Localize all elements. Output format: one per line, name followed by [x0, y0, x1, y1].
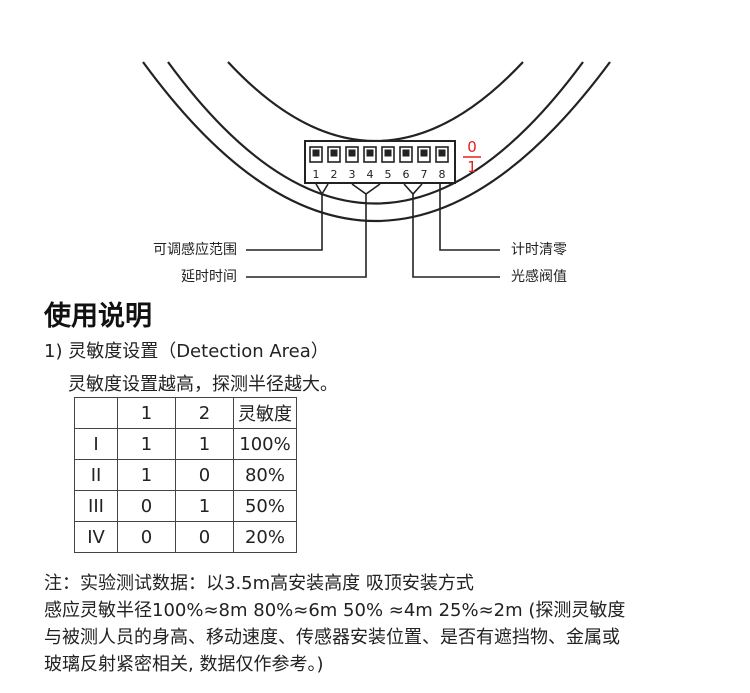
table-cell: 50% — [233, 490, 297, 522]
callout-range: 可调感应范围 — [153, 242, 237, 258]
section-description: 灵敏度设置越高，探测半径越大。 — [68, 374, 338, 395]
dip-switch-number: 8 — [439, 168, 446, 181]
dip-switch-number: 2 — [331, 168, 338, 181]
note-line-1: 注：实验测试数据：以3.5m高安装高度 吸顶安装方式 — [44, 573, 474, 594]
leader-light — [403, 183, 423, 196]
table-cell: 80% — [233, 459, 297, 491]
dip-switch-number: 4 — [367, 168, 374, 181]
table-cell: 1 — [175, 490, 234, 522]
table-cell: 100% — [233, 428, 297, 460]
sensitivity-table: 1 2 灵敏度 I 1 1 100% II 1 0 80% III 0 1 50… — [74, 397, 297, 553]
table-header-cell: 灵敏度 — [233, 397, 297, 429]
callout-delay: 延时时间 — [181, 269, 237, 285]
dip-switch-number: 6 — [403, 168, 410, 181]
table-cell: 0 — [175, 459, 234, 491]
table-cell: 20% — [233, 521, 297, 553]
dip-switch-knob — [384, 149, 392, 157]
table-cell: II — [74, 459, 118, 491]
note-line-4: 玻璃反射紧密相关, 数据仅作参考。) — [44, 654, 324, 675]
table-header-row: 1 2 灵敏度 — [74, 397, 297, 429]
table-cell: 1 — [175, 428, 234, 460]
dip-switch-knob — [402, 149, 410, 157]
table-cell: IV — [74, 521, 118, 553]
lens-inner-arc — [227, 61, 524, 143]
table-cell: 0 — [117, 521, 176, 553]
table-cell: III — [74, 490, 118, 522]
table-row: IV 0 0 20% — [74, 521, 297, 553]
table-header-cell: 1 — [117, 397, 176, 429]
housing-outer-arc — [142, 61, 611, 222]
dip-switch-knob — [330, 149, 338, 157]
table-row: II 1 0 80% — [74, 459, 297, 491]
section-title: 1) 灵敏度设置（Detection Area） — [44, 341, 329, 362]
table-cell: 1 — [117, 428, 176, 460]
callout-reset: 计时清零 — [511, 242, 567, 258]
dip-switch-number: 1 — [313, 168, 320, 181]
table-cell: 0 — [175, 521, 234, 553]
leader-reset-line — [439, 184, 500, 251]
table-header-cell — [74, 397, 118, 429]
leader-delay — [351, 183, 381, 195]
dip-switch-group — [309, 146, 449, 163]
dip-switch-knob — [348, 149, 356, 157]
table-row: I 1 1 100% — [74, 428, 297, 460]
dip-switch-knob — [438, 149, 446, 157]
dip-switch-knob — [366, 149, 374, 157]
note-line-3: 与被测人员的身高、移动速度、传感器安装位置、是否有遮挡物、金属或 — [44, 627, 620, 648]
dip-switch-number: 7 — [421, 168, 428, 181]
note-line-2: 感应灵敏半径100%≈8m 80%≈6m 50% ≈4m 25%≈2m (探测灵… — [44, 600, 626, 621]
leader-range-line — [246, 194, 323, 251]
dip-switch-knob — [420, 149, 428, 157]
dip-switch-knob — [312, 149, 320, 157]
table-cell: 1 — [117, 459, 176, 491]
dip-switch-number: 5 — [385, 168, 392, 181]
leader-delay-line — [246, 194, 367, 278]
dip-switch-number: 3 — [349, 168, 356, 181]
state-bottom-label: 1 — [467, 158, 477, 176]
state-top-label: 0 — [467, 138, 477, 156]
leader-light-line — [412, 194, 500, 278]
housing-middle-arc — [167, 61, 584, 205]
table-header-cell: 2 — [175, 397, 234, 429]
page-title: 使用说明 — [44, 301, 152, 332]
table-cell: 0 — [117, 490, 176, 522]
table-row: III 0 1 50% — [74, 490, 297, 522]
table-cell: I — [74, 428, 118, 460]
callout-light: 光感阀值 — [511, 269, 567, 285]
